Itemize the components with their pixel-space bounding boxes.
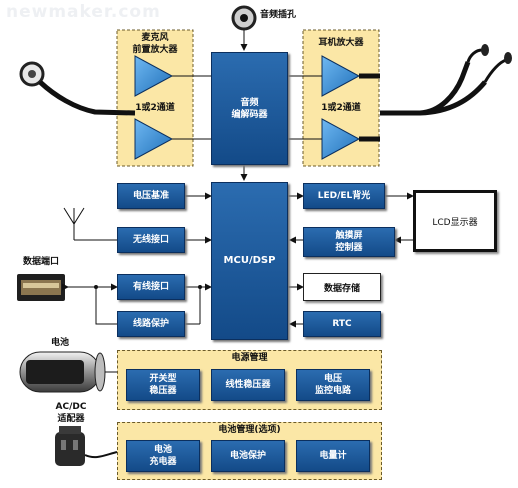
rtc-block: RTC bbox=[303, 311, 381, 337]
data-storage-block: 数据存储 bbox=[303, 273, 381, 301]
stethoscope-tube-left bbox=[38, 80, 136, 116]
usb-port-icon bbox=[17, 274, 65, 301]
switching-regulator-block: 开关型 稳压器 bbox=[126, 369, 200, 401]
mic-amp-triangle-1 bbox=[134, 55, 174, 97]
headphone-channels-label: 1或2通道 bbox=[321, 103, 361, 113]
lcd-display-block: LCD显示器 bbox=[413, 190, 497, 252]
stethoscope-chestpiece-icon bbox=[19, 61, 45, 87]
audio-codec-block: 音频 编解码器 bbox=[211, 52, 288, 165]
antenna-icon bbox=[63, 207, 85, 240]
voltage-supervisor-block: 电压 监控电路 bbox=[296, 369, 370, 401]
mic-amp-triangle-2 bbox=[134, 118, 174, 160]
wired-interface-block: 有线接口 bbox=[117, 274, 185, 300]
voltage-reference-block: 电压基准 bbox=[117, 183, 185, 209]
mic-channels-label: 1或2通道 bbox=[135, 103, 175, 113]
headphone-amp-label: 耳机放大器 bbox=[318, 38, 364, 48]
ac-dc-adapter-icon bbox=[55, 426, 85, 466]
fuel-gauge-block: 电量计 bbox=[296, 440, 370, 472]
mcu-dsp-block: MCU/DSP bbox=[211, 182, 288, 340]
watermark: newmaker.com bbox=[6, 2, 161, 22]
mic-preamp-label: 麦克风 前置放大器 bbox=[132, 33, 178, 55]
battery-protection-block: 电池保护 bbox=[211, 440, 285, 472]
stethoscope-tube-right bbox=[359, 61, 487, 142]
battery-charger-block: 电池 充电器 bbox=[126, 440, 200, 472]
earpiece-icon-1 bbox=[481, 44, 489, 56]
audio-jack-label: 音频插孔 bbox=[260, 10, 297, 20]
touchscreen-controller-block: 触摸屏 控制器 bbox=[303, 227, 395, 257]
battery-icon bbox=[19, 351, 106, 393]
earpiece-icon-2 bbox=[504, 52, 512, 64]
audio-jack-icon bbox=[231, 5, 257, 31]
led-el-backlight-block: LED/EL背光 bbox=[303, 183, 385, 209]
line-protection-block: 线路保护 bbox=[117, 311, 185, 337]
wireless-interface-block: 无线接口 bbox=[117, 227, 185, 253]
power-management-title: 电源管理 bbox=[231, 353, 268, 363]
battery-management-title: 电池管理(选项) bbox=[218, 425, 281, 435]
data-port-label: 数据端口 bbox=[22, 257, 59, 267]
ac-dc-adapter-label: AC/DC 适配器 bbox=[55, 402, 87, 424]
battery-label: 电池 bbox=[50, 338, 69, 348]
linear-regulator-block: 线性稳压器 bbox=[211, 369, 285, 401]
